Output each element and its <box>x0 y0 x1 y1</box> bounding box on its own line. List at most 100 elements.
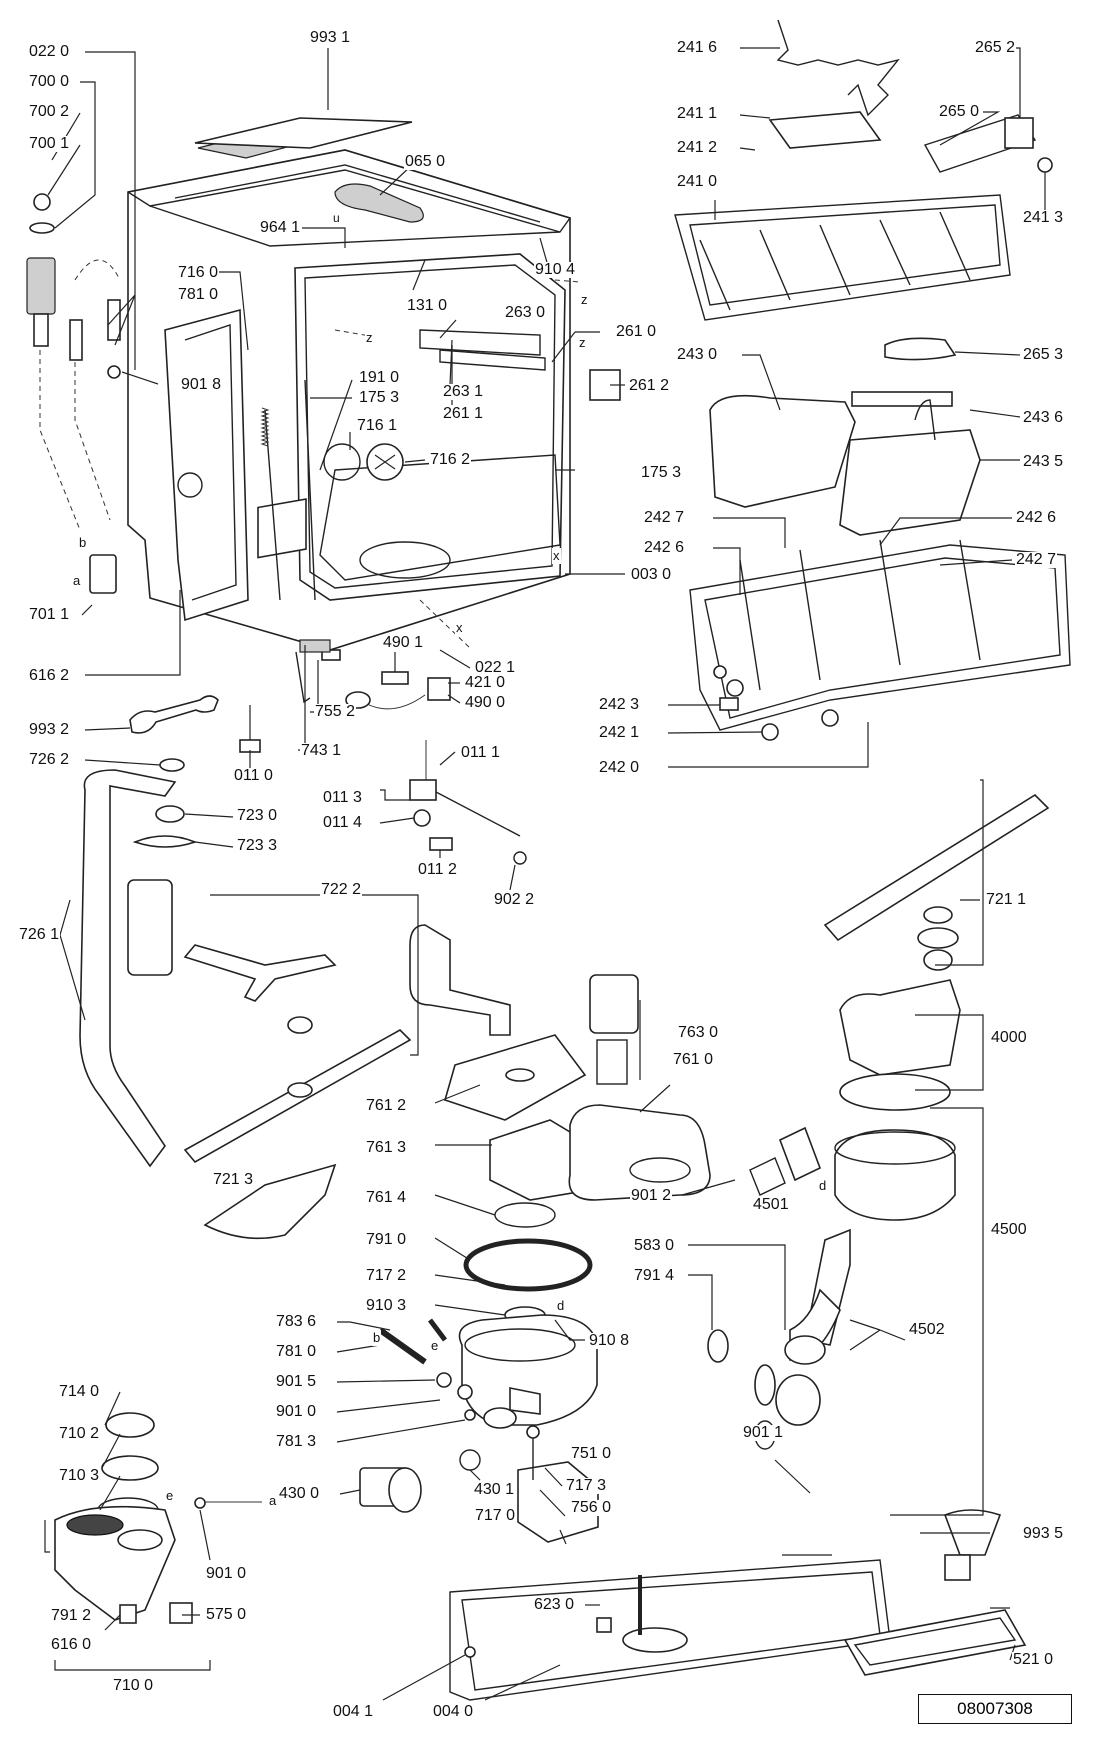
callout-label: 242 6 <box>1015 509 1058 526</box>
cutlery-baskets-243 <box>709 391 981 536</box>
letter-marker: x <box>552 548 561 564</box>
callout-label: 004 1 <box>332 1703 375 1720</box>
letter-marker: d <box>818 1178 828 1194</box>
letter-marker: e <box>165 1488 175 1504</box>
callout-label: 716 0 <box>177 264 220 281</box>
base-plate-004 <box>449 1559 891 1701</box>
callout-label: 243 6 <box>1022 409 1065 426</box>
callout-label: 265 2 <box>974 39 1017 56</box>
callout-label: 717 0 <box>474 1507 517 1524</box>
callout-label: 751 0 <box>570 1445 613 1462</box>
callout-label: 003 0 <box>630 566 673 583</box>
callout-label: 710 2 <box>58 1425 101 1442</box>
letter-marker: e <box>430 1338 440 1354</box>
upper-basket-241 <box>674 19 1011 321</box>
letter-marker: a <box>72 573 82 589</box>
callout-label: 241 1 <box>676 105 719 122</box>
callout-label: 521 0 <box>1012 1651 1055 1668</box>
letter-marker: x <box>455 620 464 636</box>
filter-parts <box>568 974 711 1201</box>
inlet-valve-parts <box>26 193 121 594</box>
spray-pipe-726 <box>79 769 177 1168</box>
letter-marker: u <box>332 210 341 226</box>
rail-stopper-265 <box>884 114 1053 361</box>
cabinet-tub-drawing <box>127 117 621 651</box>
salt-container-710 <box>54 1412 262 1624</box>
callout-label: 755 2 <box>314 703 357 720</box>
callout-label: 011 3 <box>322 789 363 806</box>
callout-label: 242 6 <box>643 539 686 556</box>
wrench-tool <box>129 695 219 734</box>
callout-label: 261 0 <box>615 323 658 340</box>
leveling-foot-parts <box>409 740 527 865</box>
callout-label: 710 0 <box>112 1677 155 1694</box>
callout-label: 265 3 <box>1022 346 1065 363</box>
drain-pump-430 <box>359 1449 481 1513</box>
callout-label: 901 1 <box>742 1424 785 1441</box>
callout-label: 993 5 <box>1022 1525 1065 1542</box>
callout-label: 022 0 <box>28 43 71 60</box>
callout-label: 721 1 <box>985 891 1028 908</box>
callout-label: 022 1 <box>474 659 517 676</box>
callout-label: 011 1 <box>460 744 501 761</box>
letter-marker: d <box>556 1298 566 1314</box>
callout-label: 616 0 <box>50 1636 93 1653</box>
callout-label: 761 0 <box>672 1051 715 1068</box>
callout-label: 575 0 <box>205 1606 248 1623</box>
callout-label: 781 3 <box>275 1433 318 1450</box>
callout-label: 717 3 <box>565 1477 608 1494</box>
callout-label: 241 6 <box>676 39 719 56</box>
group-brackets <box>54 779 984 1671</box>
callout-label: 421 0 <box>464 674 507 691</box>
letter-marker: z <box>365 330 374 346</box>
callout-label: 175 3 <box>358 389 401 406</box>
callout-label: 791 4 <box>633 1267 676 1284</box>
callout-label: 265 0 <box>938 103 981 120</box>
callout-label: 716 1 <box>356 417 399 434</box>
misc-right-parts <box>843 1509 1027 1676</box>
callout-label: 430 1 <box>473 1481 516 1498</box>
letter-marker: b <box>372 1330 382 1346</box>
callout-label: 242 1 <box>598 724 641 741</box>
callout-label: 131 0 <box>406 297 449 314</box>
sump-assembly-upper <box>409 924 601 1324</box>
callout-label: 901 5 <box>275 1373 318 1390</box>
callout-label: 490 1 <box>382 634 425 651</box>
callout-label: 4501 <box>752 1196 790 1213</box>
callout-label: 004 0 <box>432 1703 475 1720</box>
callout-label: 761 4 <box>365 1189 408 1206</box>
callout-label: 964 1 <box>259 219 302 236</box>
callout-label: 011 0 <box>233 767 274 784</box>
callout-label: 243 5 <box>1022 453 1065 470</box>
callout-label: 175 3 <box>640 464 683 481</box>
callout-label: 901 0 <box>205 1565 248 1582</box>
callout-label: 4502 <box>908 1321 946 1338</box>
callout-label: 4000 <box>990 1029 1028 1046</box>
callout-label: 701 1 <box>28 606 71 623</box>
hoses-4502 <box>707 1228 851 1450</box>
callout-label: 743 1 <box>300 742 343 759</box>
callout-label: 783 6 <box>275 1313 318 1330</box>
callout-label: 490 0 <box>464 694 507 711</box>
callout-label: 910 8 <box>588 1332 631 1349</box>
callout-label: 902 2 <box>493 891 536 908</box>
callout-label: 191 0 <box>358 369 401 386</box>
callout-label: 781 0 <box>275 1343 318 1360</box>
callout-label: 781 0 <box>177 286 220 303</box>
callout-label: 791 2 <box>50 1607 93 1624</box>
callout-label: 241 2 <box>676 139 719 156</box>
callout-label: 910 4 <box>534 261 577 278</box>
drawing-number-box: 08007308 <box>918 1694 1072 1724</box>
callout-label: 761 3 <box>365 1139 408 1156</box>
callout-label: 761 2 <box>365 1097 408 1114</box>
lower-spray-arm-722 <box>183 944 412 1240</box>
callout-label: 763 0 <box>677 1024 720 1041</box>
callout-label: 901 0 <box>275 1403 318 1420</box>
callout-label: 723 3 <box>236 837 279 854</box>
heat-pump-4000 <box>749 979 961 1221</box>
callout-label: 616 2 <box>28 667 71 684</box>
callout-label: 242 3 <box>598 696 641 713</box>
callout-label: 263 1 <box>442 383 485 400</box>
callout-label: 242 7 <box>643 509 686 526</box>
callout-label: 993 1 <box>309 29 352 46</box>
